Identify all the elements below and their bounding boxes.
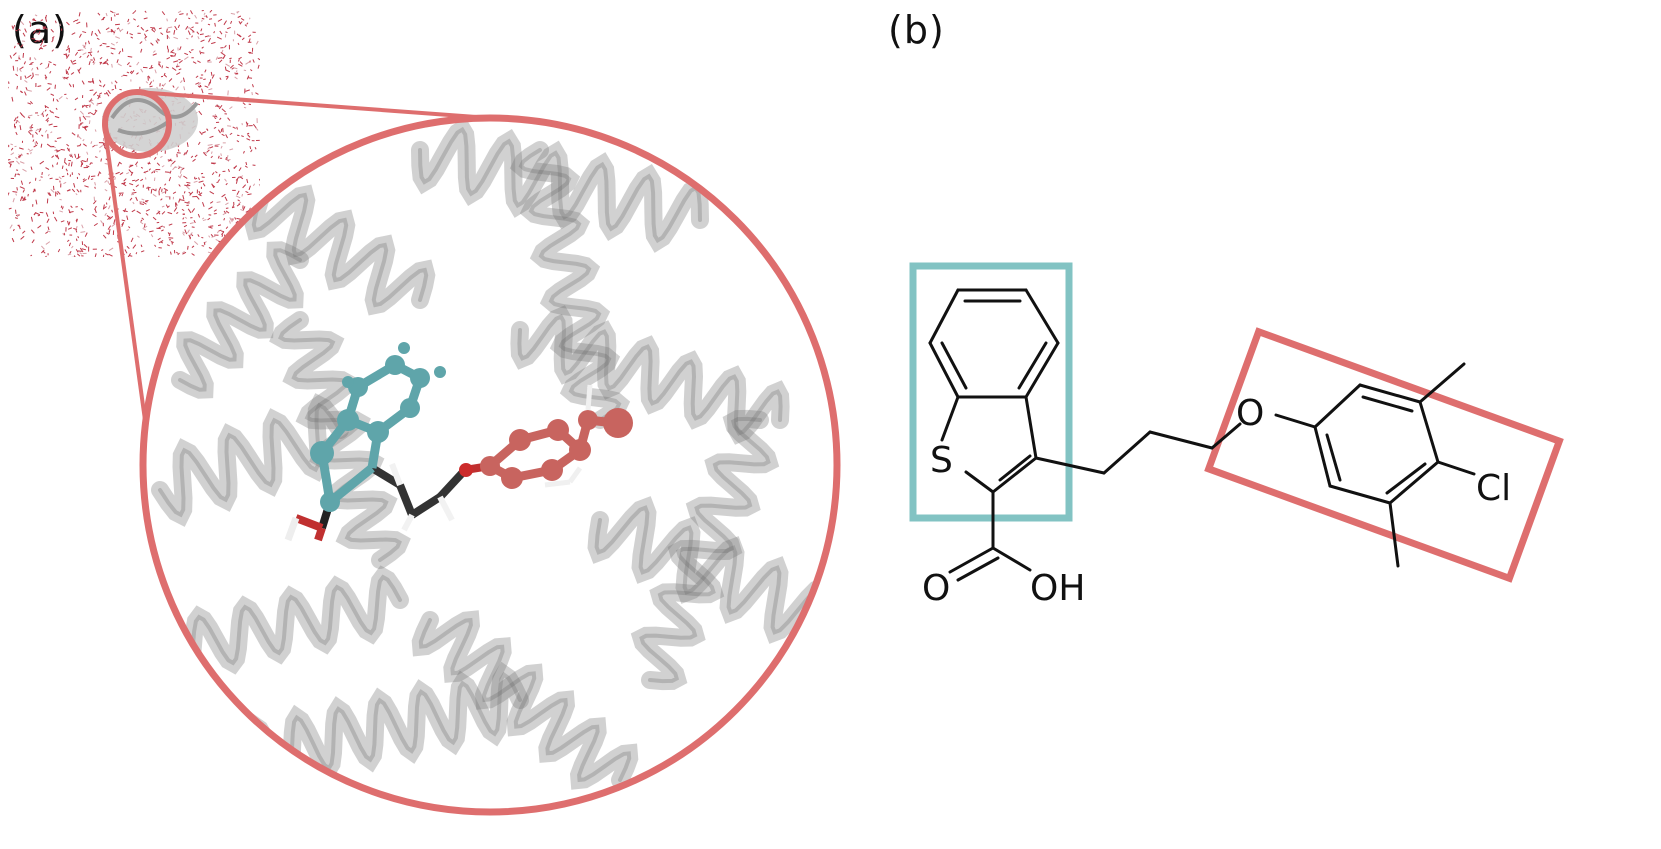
panel-a-label: (a) <box>12 8 68 52</box>
molecule-bonds <box>928 288 1476 582</box>
sulfur-atom-label: S <box>930 440 953 481</box>
zoom-connector-top <box>136 90 491 120</box>
zoom-connector-bottom <box>103 129 147 421</box>
zoom-circle <box>139 114 841 816</box>
ether-oxygen-label: O <box>1236 393 1264 434</box>
zoomed-protein <box>143 118 837 812</box>
carbonyl-oxygen-label: O <box>922 568 950 609</box>
benzothiophene-highlight-box <box>909 262 1073 522</box>
ligand-molecule <box>284 342 633 542</box>
hydroxyl-label: OH <box>1030 568 1085 609</box>
atom-labels: S O OH O Cl <box>922 393 1511 609</box>
panel-a <box>8 10 841 816</box>
protein-thumbnail <box>102 88 199 152</box>
panel-b: S O OH O Cl <box>909 262 1564 609</box>
chlorine-label: Cl <box>1476 468 1511 509</box>
panel-b-label: (b) <box>888 8 945 52</box>
aryl-highlight-box <box>1204 327 1564 583</box>
